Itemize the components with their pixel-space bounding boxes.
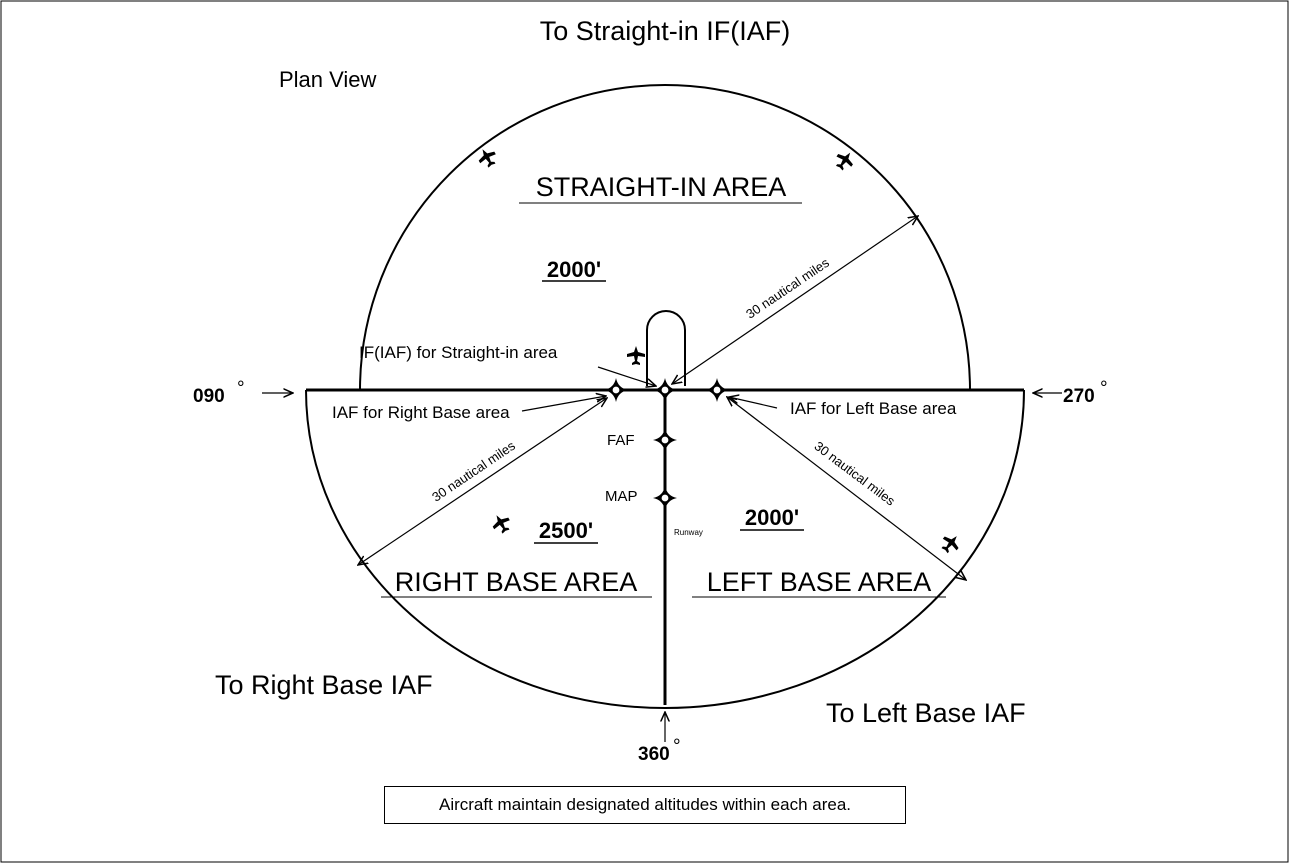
airplane-icon [627, 346, 645, 365]
plan-view-label: Plan View [279, 67, 377, 92]
holding-pattern [646, 310, 686, 386]
bearing-270-degree: ° [1100, 378, 1108, 399]
runway-label: Runway [674, 528, 703, 537]
straight-in-altitude: 2000' [547, 257, 601, 282]
straight-in-arc [359, 84, 971, 391]
iaf-left-label: IAF for Left Base area [790, 399, 957, 418]
top-direction-label: To Straight-in IF(IAF) [540, 16, 791, 46]
bearing-090-label: 090 [193, 386, 225, 407]
distance-label-lower-left: 30 nautical miles [429, 438, 518, 505]
if-iaf-label: IF(IAF) for Straight-in area [359, 343, 558, 362]
distance-arrow-lower-left [358, 398, 607, 565]
right-base-altitude: 2500' [539, 518, 593, 543]
left-base-direction-label: To Left Base IAF [826, 698, 1026, 728]
iaf-right-fix-icon [603, 377, 629, 403]
faf-fix-icon [652, 427, 678, 453]
iaf-left-fix-icon [704, 377, 730, 403]
left-base-area-label: LEFT BASE AREA [707, 567, 932, 597]
bearing-360-degree: ° [673, 736, 681, 757]
base-area-arc [305, 389, 1025, 709]
left-base-altitude: 2000' [745, 505, 799, 530]
distance-arrow-lower-right [727, 397, 966, 580]
iaf-right-label: IAF for Right Base area [332, 403, 510, 422]
airplane-icon [488, 510, 514, 537]
map-fix-icon [652, 485, 678, 511]
faf-label: FAF [607, 432, 635, 449]
right-base-area-label: RIGHT BASE AREA [395, 567, 638, 597]
distance-arrow-upper-right [672, 216, 918, 384]
bearing-360-label: 360 [638, 744, 670, 765]
straight-in-area-label: STRAIGHT-IN AREA [536, 172, 787, 202]
airplane-icon [937, 530, 964, 557]
iaf-left-pointer-arrow [729, 397, 778, 409]
if-iaf-fix-icon [652, 377, 678, 403]
bearing-090-degree: ° [237, 378, 245, 399]
if-iaf-pointer-arrow [597, 366, 656, 386]
altitude-note-box: Aircraft maintain designated altitudes w… [384, 786, 906, 824]
distance-label-upper-right: 30 nautical miles [743, 255, 832, 322]
bearing-270-label: 270 [1063, 386, 1095, 407]
right-base-direction-label: To Right Base IAF [215, 670, 433, 700]
distance-label-lower-right: 30 nautical miles [812, 438, 899, 509]
map-label: MAP [605, 488, 638, 505]
iaf-right-pointer-arrow [521, 396, 606, 412]
